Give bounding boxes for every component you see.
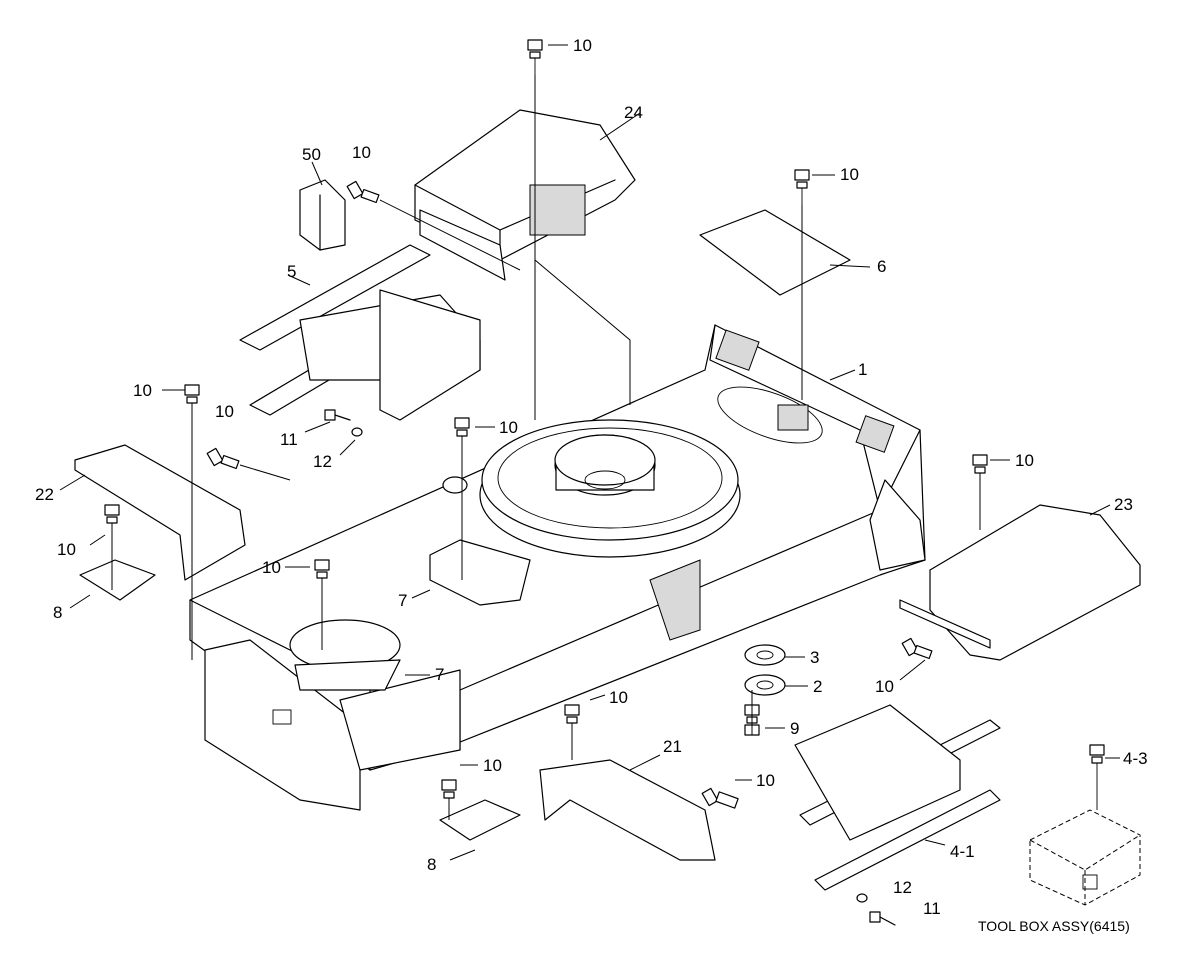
callout-7a: 7	[398, 591, 407, 610]
callout-10-8: 10	[483, 756, 502, 775]
callout-23: 23	[1114, 495, 1133, 514]
step-5	[239, 244, 481, 421]
bolt-22b	[206, 447, 240, 470]
callout-10-7: 10	[262, 558, 281, 577]
bolt-21	[564, 704, 580, 724]
callout-10-21r: 10	[756, 771, 775, 790]
bolt-21r	[701, 787, 739, 809]
callout-10-22b: 10	[215, 402, 234, 421]
slewing-ring	[442, 419, 741, 558]
bolt-3	[901, 637, 933, 660]
callout-21: 21	[663, 737, 682, 756]
bolt-11b	[856, 893, 896, 926]
gaskets	[744, 644, 786, 696]
bolt-22	[104, 504, 120, 524]
callout-4-1: 4-1	[950, 842, 975, 861]
callout-6: 6	[877, 257, 886, 276]
callout-11b: 11	[923, 899, 941, 918]
cover-6	[699, 209, 851, 296]
callout-10-22: 10	[57, 540, 76, 559]
bolt-ring	[454, 417, 470, 437]
bolt-left	[184, 384, 200, 404]
callout-10-23: 10	[1015, 451, 1034, 470]
front-plate	[204, 639, 461, 811]
callout-1: 1	[858, 360, 867, 379]
callout-10-6: 10	[840, 165, 859, 184]
bolt-6	[794, 169, 810, 205]
cover-22	[74, 444, 246, 581]
callout-9: 9	[790, 719, 799, 738]
cover-24	[414, 109, 636, 281]
bolt-7	[314, 559, 330, 579]
callout-10-21: 10	[609, 688, 628, 707]
bolt-50	[346, 180, 380, 204]
tool-box	[1029, 809, 1141, 906]
callout-5: 5	[287, 262, 296, 281]
callout-10-50: 10	[352, 143, 371, 162]
callout-10-3: 10	[875, 677, 894, 696]
bolt-23	[972, 454, 988, 474]
callout-22: 22	[35, 485, 54, 504]
callout-8a: 8	[53, 603, 62, 622]
brackets-8	[79, 559, 521, 841]
callout-10-left: 10	[133, 381, 152, 400]
bracket-50	[299, 179, 346, 251]
callout-11a: 11	[280, 430, 298, 449]
callout-50: 50	[302, 145, 321, 164]
callout-12a: 12	[313, 452, 332, 471]
callout-24: 24	[624, 103, 643, 122]
bolt-11a	[324, 409, 363, 437]
callout-2: 2	[813, 677, 822, 696]
tool-box-caption: TOOL BOX ASSY(6415)	[978, 918, 1130, 934]
callout-10-ring: 10	[499, 418, 518, 437]
callout-4-3: 4-3	[1123, 749, 1148, 768]
callout-3: 3	[810, 648, 819, 667]
callout-7b: 7	[435, 665, 444, 684]
bolt-top	[527, 39, 543, 75]
cover-23	[899, 504, 1141, 661]
callout-labels: 10 24 50 10 10 6 5 1 10 10 11 12 10 22 1…	[35, 36, 1148, 918]
callout-pointers	[59, 44, 1120, 861]
callout-8b: 8	[427, 855, 436, 874]
bolt-4-3	[1089, 744, 1105, 810]
callout-10-top: 10	[573, 36, 592, 55]
leader-lines	[111, 75, 981, 820]
cover-21	[539, 759, 716, 861]
bolt-8	[441, 779, 457, 799]
step-4-1	[794, 704, 1001, 891]
covers-7	[289, 539, 531, 691]
callout-12b: 12	[893, 878, 912, 897]
